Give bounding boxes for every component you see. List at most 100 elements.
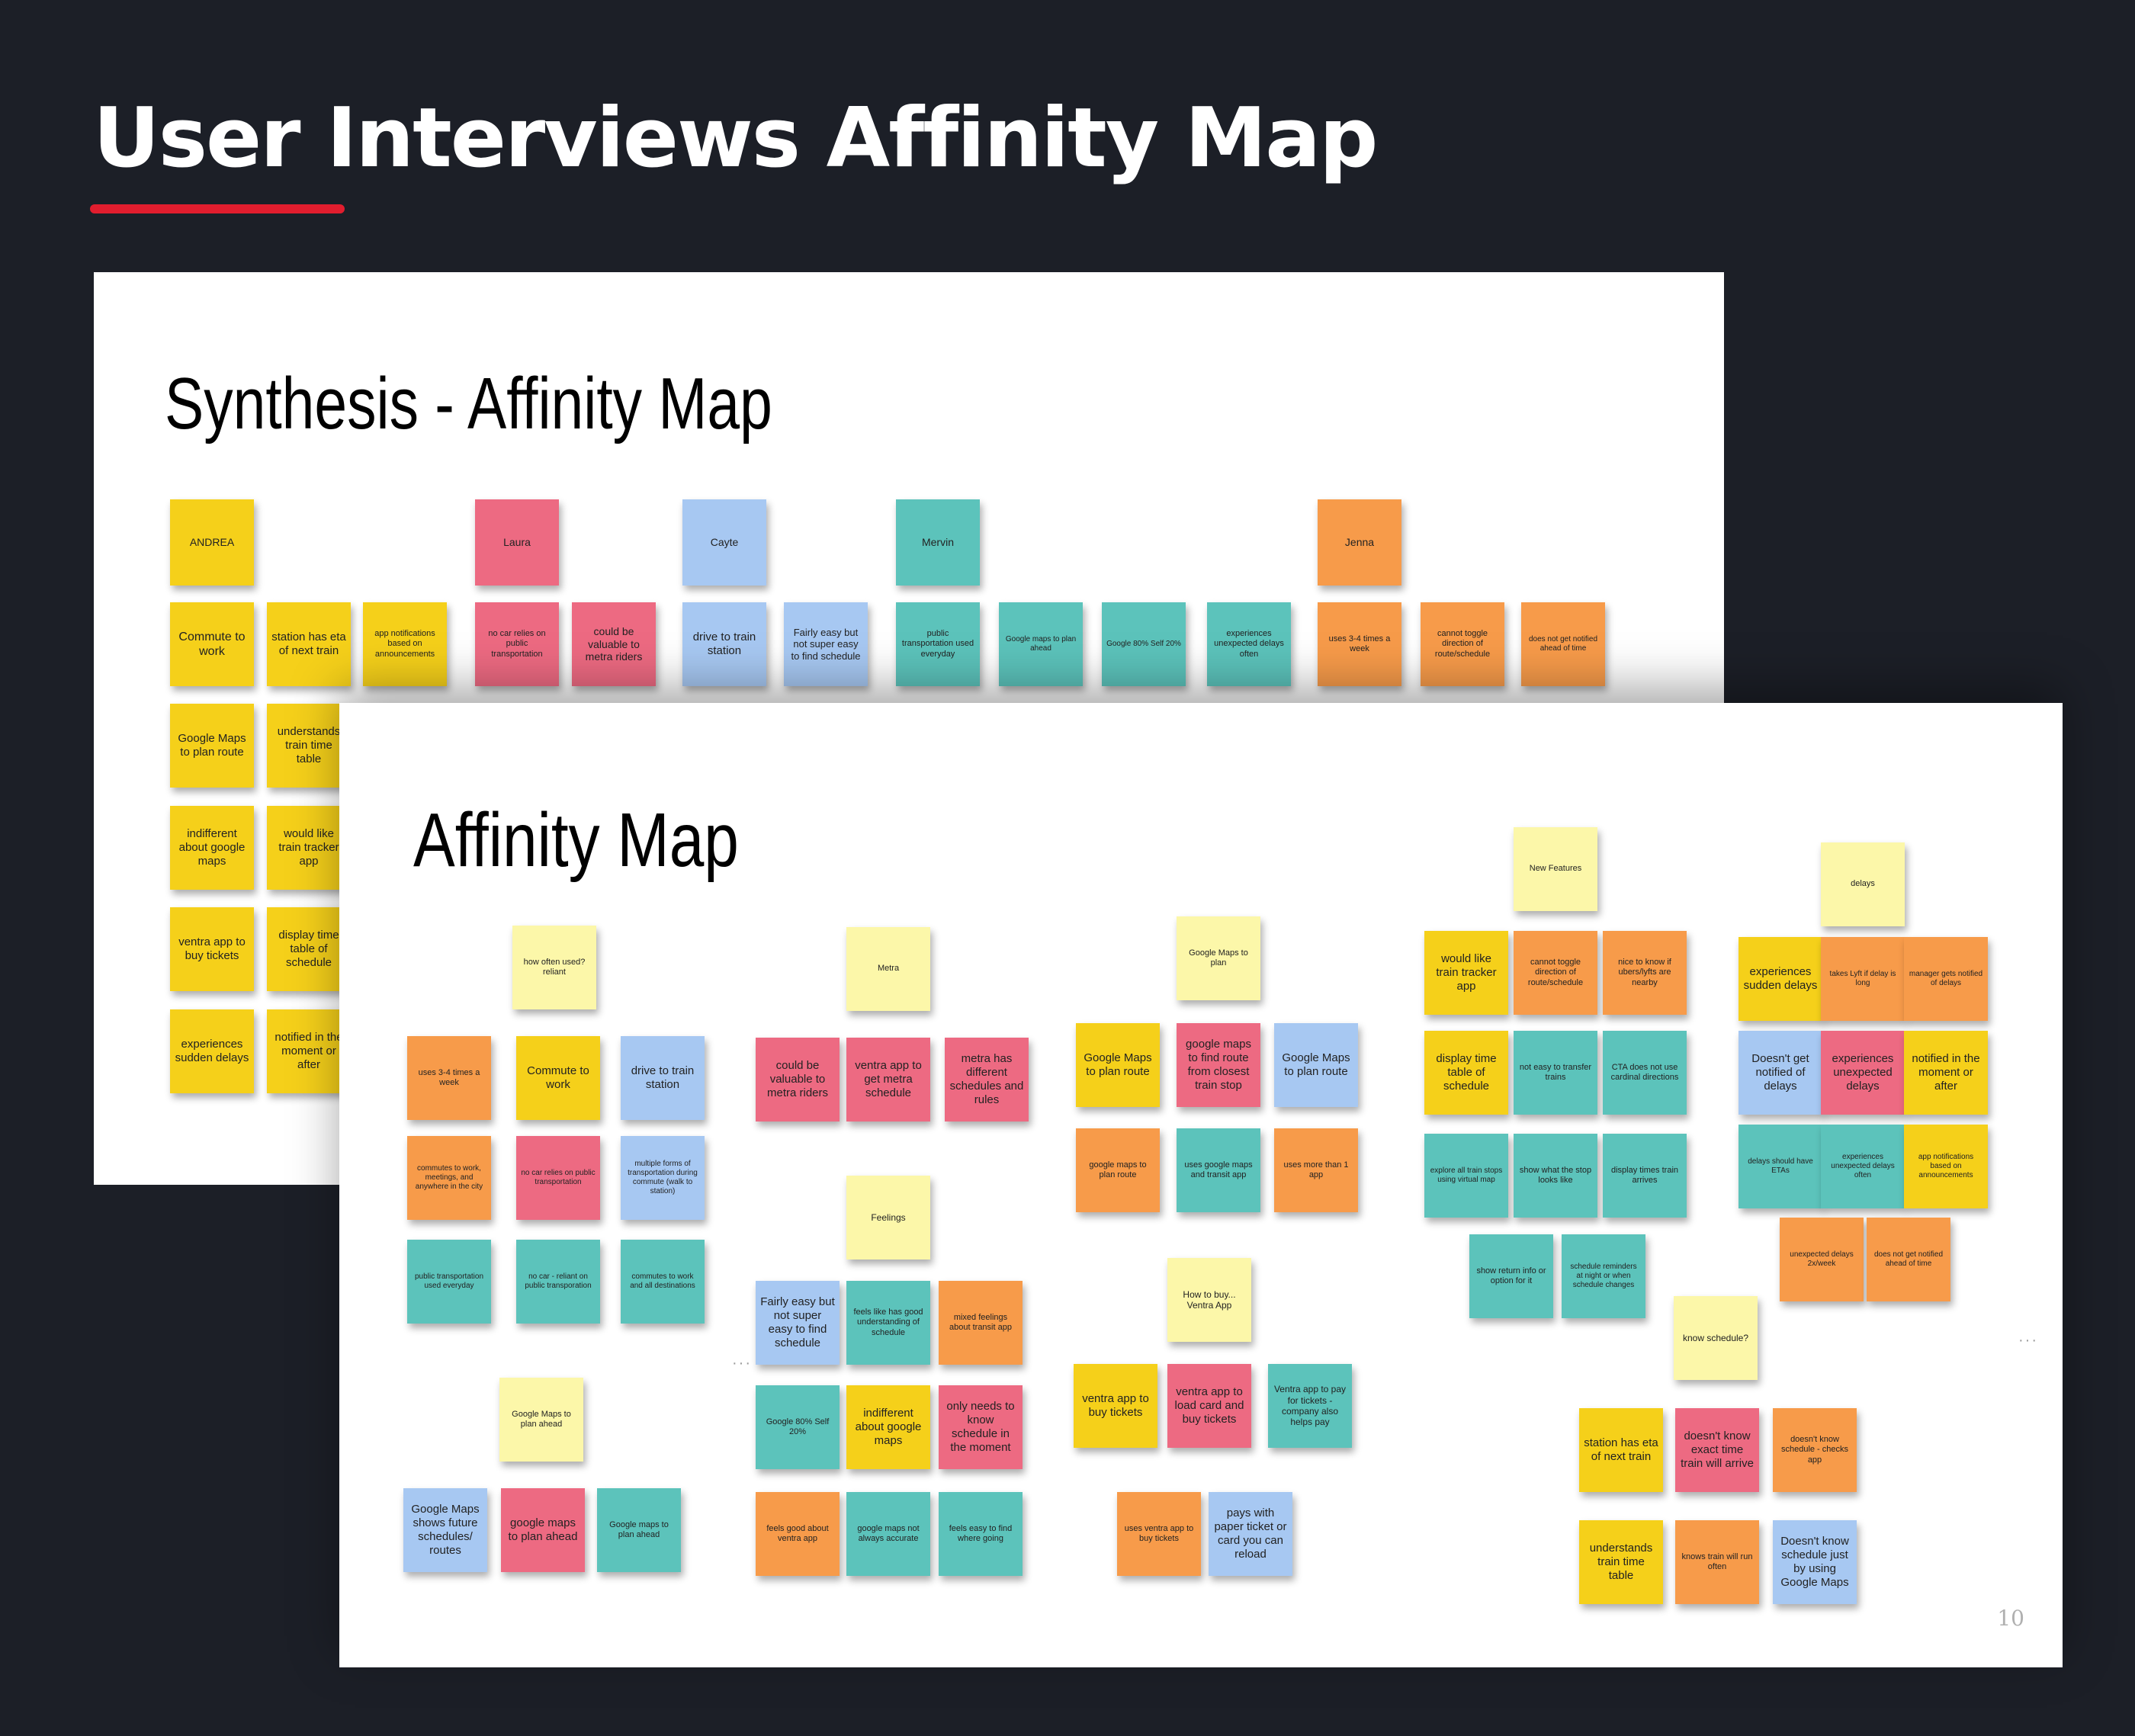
sticky-note-station-has-eta-of-next-train: station has eta of next train [267, 602, 351, 686]
sticky-note-drive-to-train-station: drive to train station [682, 602, 766, 686]
sticky-note-experiences-sudden-delays: experiences sudden delays [170, 1009, 254, 1093]
sticky-note-could-be-valuable-to-metra-riders: could be valuable to metra riders [756, 1038, 840, 1122]
sticky-note-understands-train-time-table: understands train time table [1579, 1520, 1663, 1604]
sticky-note-display-time-table-of-schedule: display time table of schedule [267, 907, 351, 991]
sticky-note-ventra-app-to-get-metra-schedule: ventra app to get metra schedule [846, 1038, 930, 1122]
sticky-note-no-car-relies-on-public-transportation: no car relies on public transportation [516, 1136, 600, 1220]
page-title: User Interviews Affinity Map [93, 91, 1378, 186]
sticky-note-commutes-to-work-meetings-and-anywhere-i: commutes to work, meetings, and anywhere… [407, 1136, 491, 1220]
sticky-note-google-maps-to-plan-route: Google Maps to plan route [170, 704, 254, 788]
sticky-note-google-maps-to-plan-route: Google Maps to plan route [1274, 1023, 1358, 1107]
sticky-note-takes-lyft-if-delay-is-long: takes Lyft if delay is long [1821, 937, 1905, 1021]
sticky-note-would-like-train-tracker-app: would like train tracker app [267, 806, 351, 890]
sticky-note-experiences-sudden-delays: experiences sudden delays [1738, 937, 1822, 1021]
ellipsis-icon: ··· [732, 1355, 752, 1372]
title-underline [90, 204, 345, 213]
sticky-note-app-notifications-based-on-announcements: app notifications based on announcements [1904, 1125, 1988, 1208]
sticky-note-cayte: Cayte [682, 499, 766, 586]
sticky-note-google-maps-shows-future-schedules-route: Google Maps shows future schedules/ rout… [403, 1488, 487, 1572]
sticky-note-google-maps-to-find-route-from-closest-t: google maps to find route from closest t… [1177, 1023, 1260, 1107]
sticky-note-google-maps-to-plan-ahead: Google maps to plan ahead [597, 1488, 681, 1572]
sticky-note-feels-good-about-ventra-app: feels good about ventra app [756, 1492, 840, 1576]
sticky-note-google-maps-to-plan-ahead: google maps to plan ahead [501, 1488, 585, 1572]
sticky-note-no-car-reliant-on-public-transporation: no car - reliant on public transporation [516, 1240, 600, 1324]
sticky-note-mervin: Mervin [896, 499, 980, 586]
sticky-note-manager-gets-notified-of-delays: manager gets notified of delays [1904, 937, 1988, 1021]
sticky-note-google-maps-to-plan: Google Maps to plan [1177, 916, 1260, 1000]
sticky-note-metra-has-different-schedules-and-rules: metra has different schedules and rules [945, 1038, 1029, 1122]
sticky-note-experiences-unexpected-delays: experiences unexpected delays [1821, 1031, 1905, 1115]
sticky-note-feels-easy-to-find-where-going: feels easy to find where going [939, 1492, 1023, 1576]
synthesis-slide-title: Synthesis - Affinity Map [165, 363, 772, 444]
sticky-note-indifferent-about-google-maps: indifferent about google maps [846, 1385, 930, 1469]
sticky-note-nice-to-know-if-ubers-lyfts-are-nearby: nice to know if ubers/lyfts are nearby [1603, 931, 1687, 1015]
sticky-note-commute-to-work: Commute to work [170, 602, 254, 686]
sticky-note-cannot-toggle-direction-of-route-schedul: cannot toggle direction of route/schedul… [1421, 602, 1504, 686]
affinity-map-slide-title: Affinity Map [413, 797, 739, 883]
sticky-note-only-needs-to-know-schedule-in-the-momen: only needs to know schedule in the momen… [939, 1385, 1023, 1469]
sticky-note-fairly-easy-but-not-super-easy-to-find-s: Fairly easy but not super easy to find s… [756, 1281, 840, 1365]
sticky-note-drive-to-train-station: drive to train station [621, 1036, 705, 1120]
sticky-note-mixed-feelings-about-transit-app: mixed feelings about transit app [939, 1281, 1023, 1365]
sticky-note-google-maps-to-plan-ahead: Google Maps to plan ahead [499, 1378, 583, 1462]
sticky-note-feelings: Feelings [846, 1176, 930, 1259]
sticky-note-experiences-unexpected-delays-often: experiences unexpected delays often [1207, 602, 1291, 686]
sticky-note-uses-3-4-times-a-week: uses 3-4 times a week [407, 1036, 491, 1120]
sticky-note-delays: delays [1821, 842, 1905, 926]
sticky-note-show-what-the-stop-looks-like: show what the stop looks like [1514, 1134, 1597, 1218]
sticky-note-google-maps-not-always-accurate: google maps not always accurate [846, 1492, 930, 1576]
sticky-note-ventra-app-to-load-card-and-buy-tickets: ventra app to load card and buy tickets [1167, 1364, 1251, 1448]
sticky-note-how-often-used-reliant: how often used? reliant [512, 926, 596, 1009]
sticky-note-notified-in-the-moment-or-after: notified in the moment or after [267, 1009, 351, 1093]
sticky-note-display-time-table-of-schedule: display time table of schedule [1424, 1031, 1508, 1115]
sticky-note-indifferent-about-google-maps: indifferent about google maps [170, 806, 254, 890]
sticky-note-google-80-self-20: Google 80% Self 20% [756, 1385, 840, 1469]
sticky-note-display-times-train-arrives: display times train arrives [1603, 1134, 1687, 1218]
sticky-note-new-features: New Features [1514, 827, 1597, 911]
sticky-note-unexpected-delays-2x-week: unexpected delays 2x/week [1780, 1218, 1864, 1301]
sticky-note-uses-more-than-1-app: uses more than 1 app [1274, 1128, 1358, 1212]
sticky-note-uses-google-maps-and-transit-app: uses google maps and transit app [1177, 1128, 1260, 1212]
sticky-note-multiple-forms-of-transportation-during-: multiple forms of transportation during … [621, 1136, 705, 1220]
sticky-note-ventra-app-to-buy-tickets: ventra app to buy tickets [170, 907, 254, 991]
sticky-note-would-like-train-tracker-app: would like train tracker app [1424, 931, 1508, 1015]
sticky-note-feels-like-has-good-understanding-of-sch: feels like has good understanding of sch… [846, 1281, 930, 1365]
sticky-note-explore-all-train-stops-using-virtual-ma: explore all train stops using virtual ma… [1424, 1134, 1508, 1218]
sticky-note-understands-train-time-table: understands train time table [267, 704, 351, 788]
sticky-note-laura: Laura [475, 499, 559, 586]
sticky-note-commutes-to-work-and-all-destinations: commutes to work and all destinations [621, 1240, 705, 1324]
sticky-note-jenna: Jenna [1318, 499, 1401, 586]
sticky-note-schedule-reminders-at-night-or-when-sche: schedule reminders at night or when sche… [1562, 1234, 1645, 1318]
sticky-note-andrea: ANDREA [170, 499, 254, 586]
sticky-note-uses-ventra-app-to-buy-tickets: uses ventra app to buy tickets [1117, 1492, 1201, 1576]
sticky-note-google-maps-to-plan-route: google maps to plan route [1076, 1128, 1160, 1212]
sticky-note-how-to-buy-ventra-app: How to buy... Ventra App [1167, 1258, 1251, 1342]
sticky-note-know-schedule: know schedule? [1674, 1296, 1758, 1380]
affinity-map-slide: Affinity Map how often used? reliant uses… [339, 703, 2063, 1667]
page-number: 10 [1997, 1606, 2024, 1631]
sticky-note-could-be-valuable-to-metra-riders: could be valuable to metra riders [572, 602, 656, 686]
sticky-note-pays-with-paper-ticket-or-card-you-can-r: pays with paper ticket or card you can r… [1209, 1492, 1292, 1576]
sticky-note-public-transportation-used-everyday: public transportation used everyday [896, 602, 980, 686]
sticky-note-fairly-easy-but-not-super-easy-to-find-s: Fairly easy but not super easy to find s… [784, 602, 868, 686]
sticky-note-ventra-app-to-pay-for-tickets-company-al: Ventra app to pay for tickets - company … [1268, 1364, 1352, 1448]
sticky-note-metra: Metra [846, 927, 930, 1011]
sticky-note-public-transportation-used-everyday: public transportation used everyday [407, 1240, 491, 1324]
sticky-note-show-return-info-or-option-for-it: show return info or option for it [1469, 1234, 1553, 1318]
sticky-note-google-maps-to-plan-ahead: Google maps to plan ahead [999, 602, 1083, 686]
sticky-note-cannot-toggle-direction-of-route-schedul: cannot toggle direction of route/schedul… [1514, 931, 1597, 1015]
sticky-note-doesn-t-know-schedule-just-by-using-goog: Doesn't know schedule just by using Goog… [1773, 1520, 1857, 1604]
sticky-note-cta-does-not-use-cardinal-directions: CTA does not use cardinal directions [1603, 1031, 1687, 1115]
sticky-note-uses-3-4-times-a-week: uses 3-4 times a week [1318, 602, 1401, 686]
ellipsis-icon: ··· [2018, 1332, 2038, 1349]
sticky-note-app-notifications-based-on-announcements: app notifications based on announcements [363, 602, 447, 686]
sticky-note-delays-should-have-etas: delays should have ETAs [1738, 1125, 1822, 1208]
sticky-note-google-maps-to-plan-route: Google Maps to plan route [1076, 1023, 1160, 1107]
sticky-note-station-has-eta-of-next-train: station has eta of next train [1579, 1408, 1663, 1492]
sticky-note-commute-to-work: Commute to work [516, 1036, 600, 1120]
sticky-note-google-80-self-20: Google 80% Self 20% [1102, 602, 1186, 686]
sticky-note-not-easy-to-transfer-trains: not easy to transfer trains [1514, 1031, 1597, 1115]
sticky-note-doesn-t-know-exact-time-train-will-arriv: doesn't know exact time train will arriv… [1675, 1408, 1759, 1492]
sticky-note-does-not-get-notified-ahead-of-time: does not get notified ahead of time [1521, 602, 1605, 686]
sticky-note-doesn-t-know-schedule-checks-app: doesn't know schedule - checks app [1773, 1408, 1857, 1492]
